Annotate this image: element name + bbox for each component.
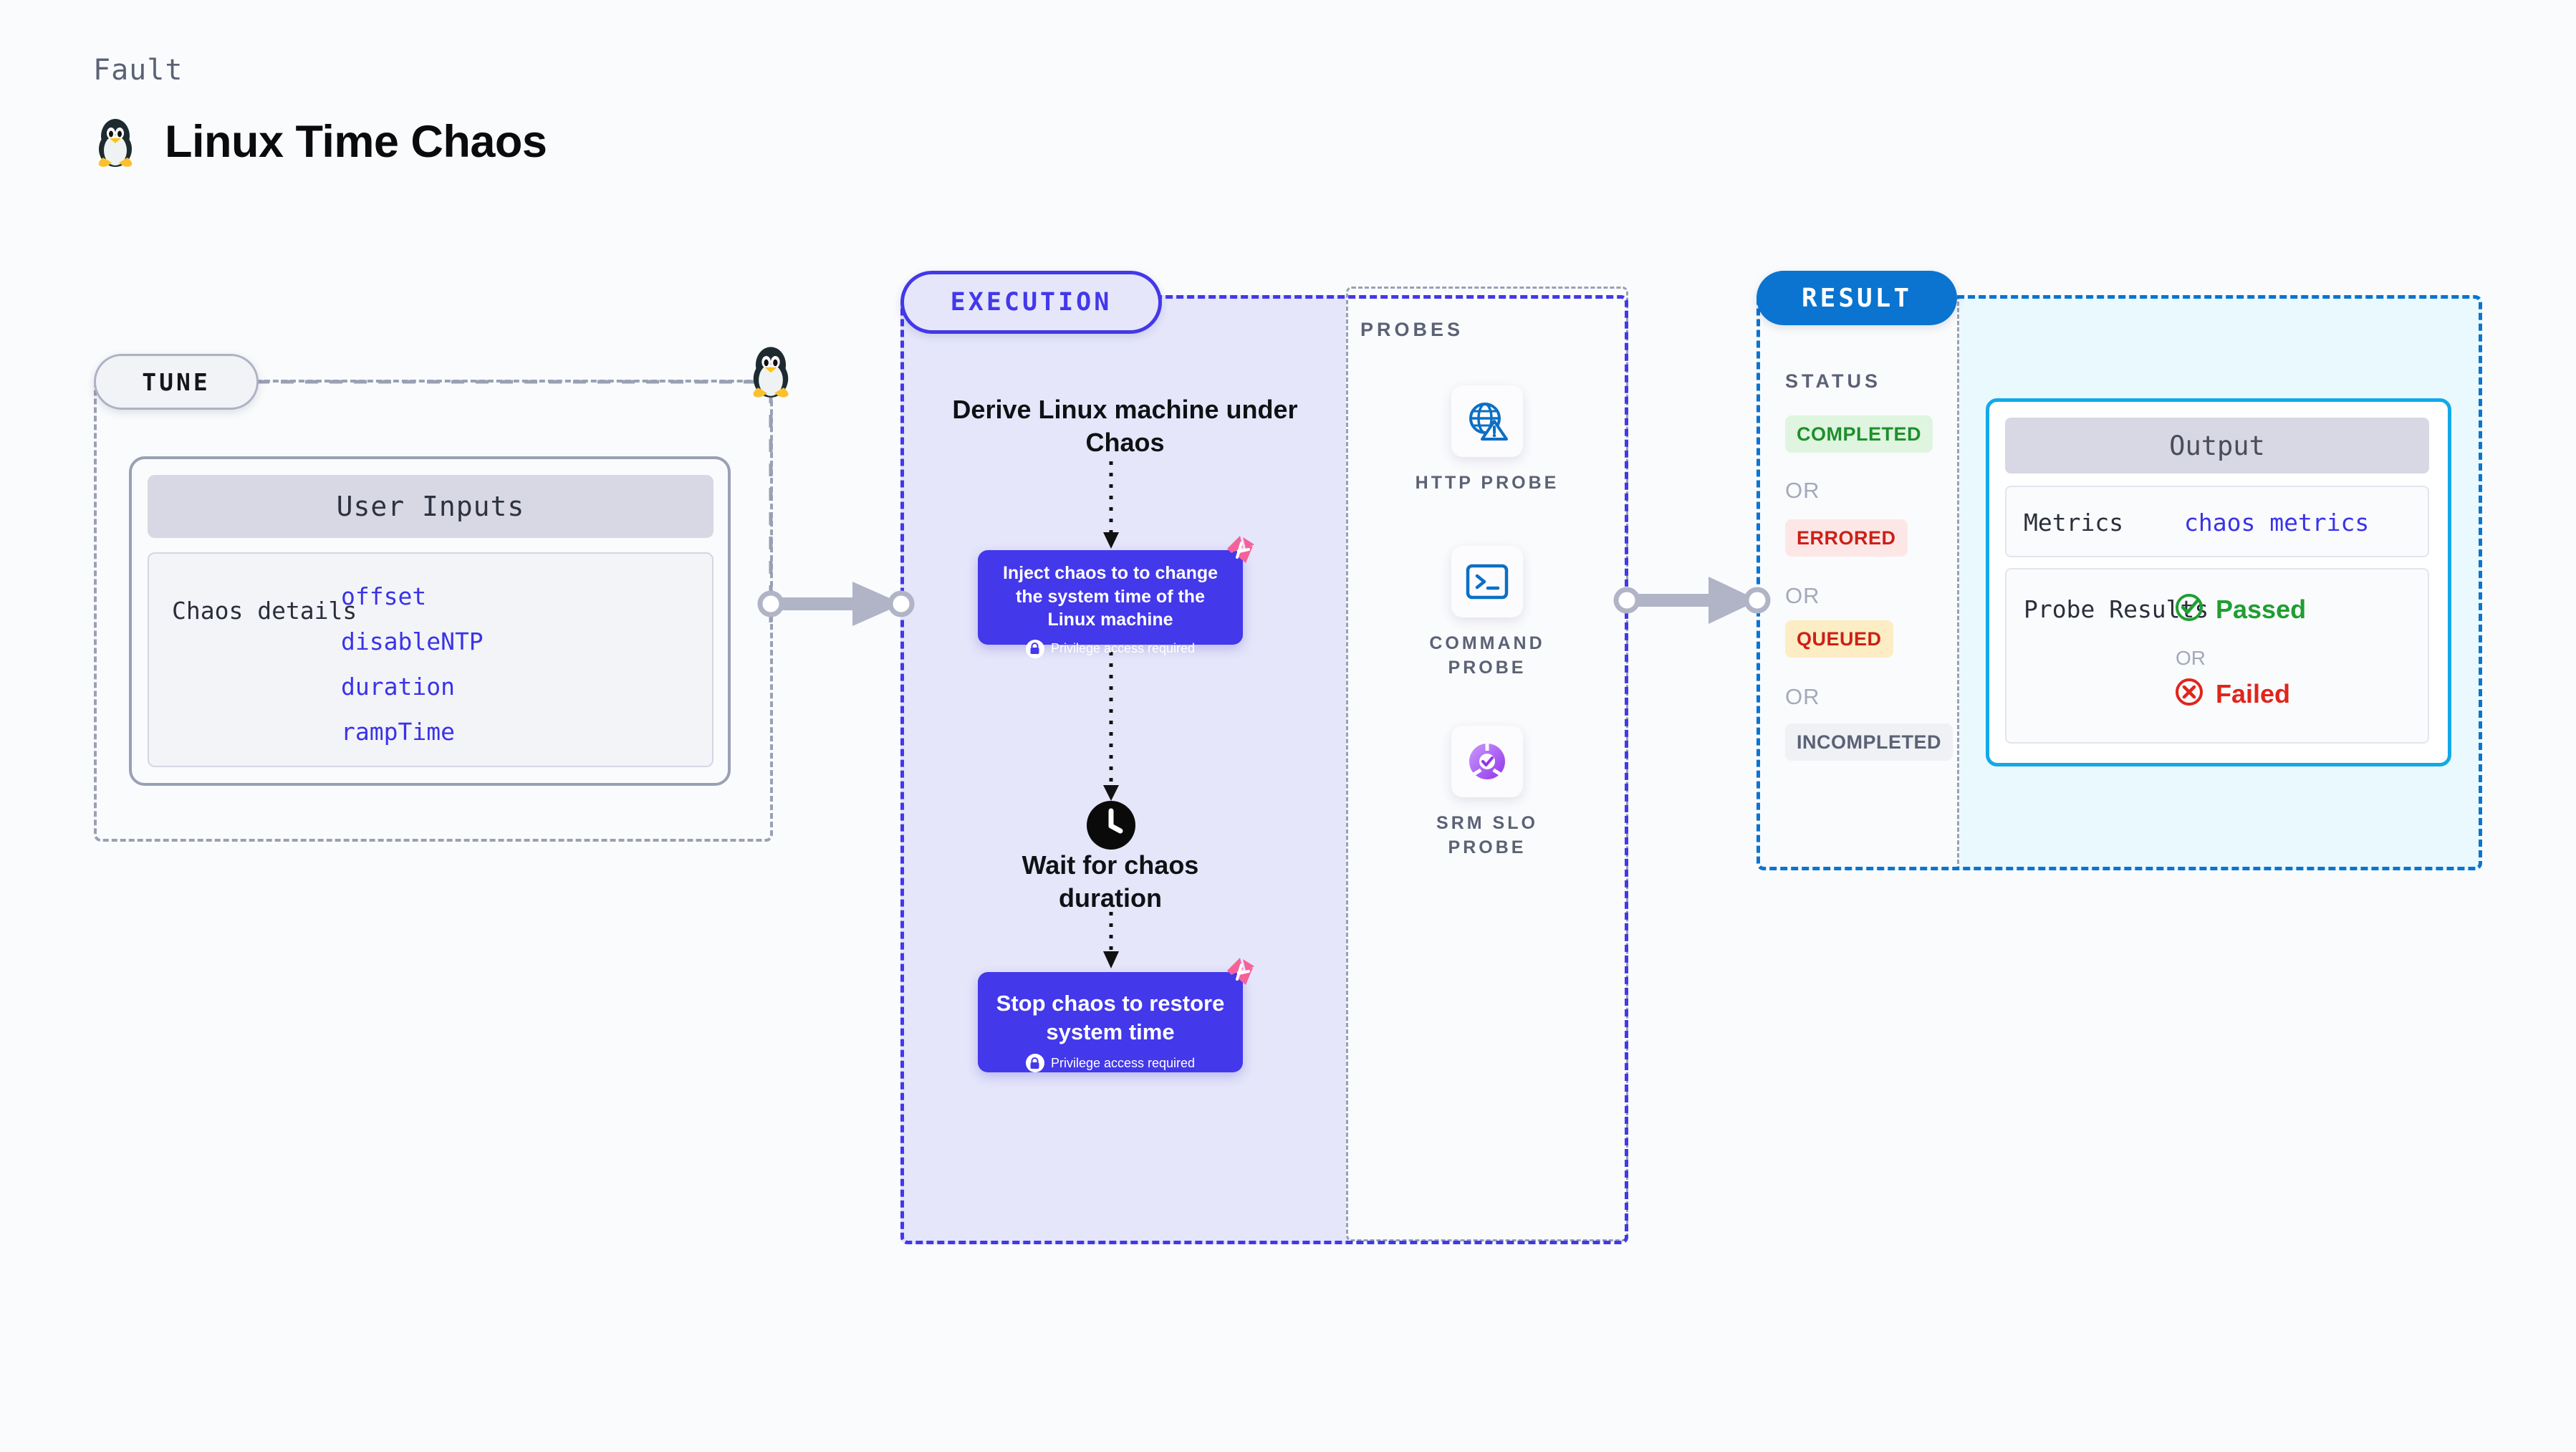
fault-title-row: Linux Time Chaos (93, 115, 547, 169)
status-or-1: OR (1785, 478, 1820, 503)
status-or-3: OR (1785, 684, 1820, 709)
output-probe-results-row: Probe Results Passed OR F (2005, 568, 2429, 744)
probe-http[interactable]: HTTP PROBE (1394, 385, 1580, 496)
status-badge-completed: COMPLETED (1785, 415, 1933, 453)
linux-tux-icon-connector (745, 342, 797, 403)
output-metrics-row: Metrics chaos metrics (2005, 486, 2429, 557)
execution-inject-chaos-card[interactable]: Inject chaos to to change the system tim… (978, 536, 1254, 658)
status-badge-errored: ERRORED (1785, 519, 1908, 557)
execution-region-fill (900, 295, 1350, 1244)
fault-kicker: Fault (93, 54, 183, 87)
privilege-row-2: Privilege access required (994, 1054, 1227, 1073)
page-title: Linux Time Chaos (165, 117, 547, 167)
result-section-badge[interactable]: RESULT (1756, 271, 1957, 325)
output-card: Output Metrics chaos metrics Probe Resul… (1986, 398, 2451, 766)
chaos-param-disablentp[interactable]: disableNTP (341, 628, 484, 655)
output-title: Output (2005, 418, 2429, 473)
status-badge-queued: QUEUED (1785, 620, 1893, 658)
passed-label: Passed (2216, 594, 2307, 624)
chaos-param-ramptime[interactable]: rampTime (341, 718, 455, 746)
probe-http-label: HTTP PROBE (1415, 473, 1559, 493)
probe-result-or: OR (2176, 647, 2206, 669)
tune-section-badge[interactable]: TUNE (94, 354, 259, 410)
failed-label: Failed (2216, 678, 2291, 708)
chaos-param-offset[interactable]: offset (341, 582, 427, 610)
user-inputs-card: User Inputs Chaos details offset disable… (129, 456, 731, 786)
globe-warning-icon (1451, 385, 1523, 457)
chaos-param-duration[interactable]: duration (341, 673, 455, 701)
harness-logo-icon (1221, 533, 1259, 574)
linux-tux-icon (93, 115, 138, 169)
check-circle-icon (2174, 592, 2204, 626)
x-circle-icon (2174, 677, 2204, 711)
probe-result-passed: Passed (2174, 592, 2306, 626)
probe-command-label: COMMAND PROBE (1429, 633, 1545, 678)
chaos-details-label: Chaos details (172, 597, 357, 625)
execution-stop-chaos-card[interactable]: Stop chaos to restore system time Privil… (978, 958, 1254, 1073)
status-label: STATUS (1785, 370, 1881, 392)
status-or-2: OR (1785, 583, 1820, 608)
lock-icon (1025, 1054, 1044, 1073)
probe-srm-label: SRM SLO PROBE (1436, 813, 1538, 857)
execution-inject-chaos-text: Inject chaos to to change the system tim… (1002, 563, 1219, 630)
chaos-param-list: offset disableNTP duration rampTime (341, 582, 484, 746)
harness-logo-icon (1221, 955, 1259, 996)
srm-slo-donut-icon (1451, 726, 1523, 797)
privilege-row-1: Privilege access required (994, 639, 1227, 658)
probe-srm-slo[interactable]: SRM SLO PROBE (1394, 726, 1580, 860)
metrics-label: Metrics (2024, 509, 2124, 537)
probes-label: PROBES (1360, 319, 1464, 340)
execution-stop-chaos-text: Stop chaos to restore system time (996, 991, 1225, 1044)
execution-step2-label: Wait for chaos duration (1022, 850, 1199, 913)
probe-result-failed: Failed (2174, 677, 2290, 711)
execution-region (900, 295, 1628, 1244)
user-inputs-title: User Inputs (148, 475, 713, 538)
lock-icon (1025, 639, 1044, 658)
privilege-text-1: Privilege access required (1050, 641, 1196, 655)
privilege-text-2: Privilege access required (1050, 1055, 1196, 1070)
terminal-icon (1451, 546, 1523, 617)
status-badge-incompleted: INCOMPLETED (1785, 723, 1953, 761)
probe-command[interactable]: COMMAND PROBE (1394, 546, 1580, 681)
execution-section-badge[interactable]: EXECUTION (900, 271, 1162, 334)
clock-icon (1086, 800, 1136, 854)
user-inputs-body: Chaos details offset disableNTP duration… (148, 552, 713, 767)
metrics-value[interactable]: chaos metrics (2184, 509, 2370, 537)
execution-step1-label: Derive Linux machine under Chaos (952, 395, 1298, 458)
status-column-region (1756, 295, 1959, 870)
